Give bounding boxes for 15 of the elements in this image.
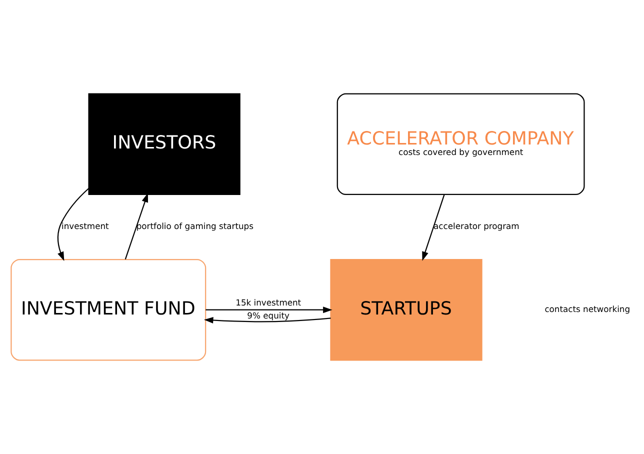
arrow [204, 317, 331, 324]
arrow [206, 306, 332, 314]
edge-label: portfolio of gaming startups [136, 221, 254, 232]
node-box: ACCELERATOR COMPANY costs covered by government [336, 93, 585, 196]
node-box: STARTUPS [330, 258, 482, 361]
arrow [57, 188, 89, 262]
node-box: INVESTMENT FUND [10, 258, 206, 361]
arrow [422, 194, 445, 261]
arrow [124, 192, 148, 260]
node-box: INVESTORS [88, 93, 240, 196]
edge-label: accelerator program [434, 221, 520, 232]
edge-label: investment [62, 221, 109, 232]
edge-label: 9% equity [247, 310, 290, 321]
label: contacts networking [544, 304, 630, 314]
edge-label: 15k investment [236, 297, 302, 308]
